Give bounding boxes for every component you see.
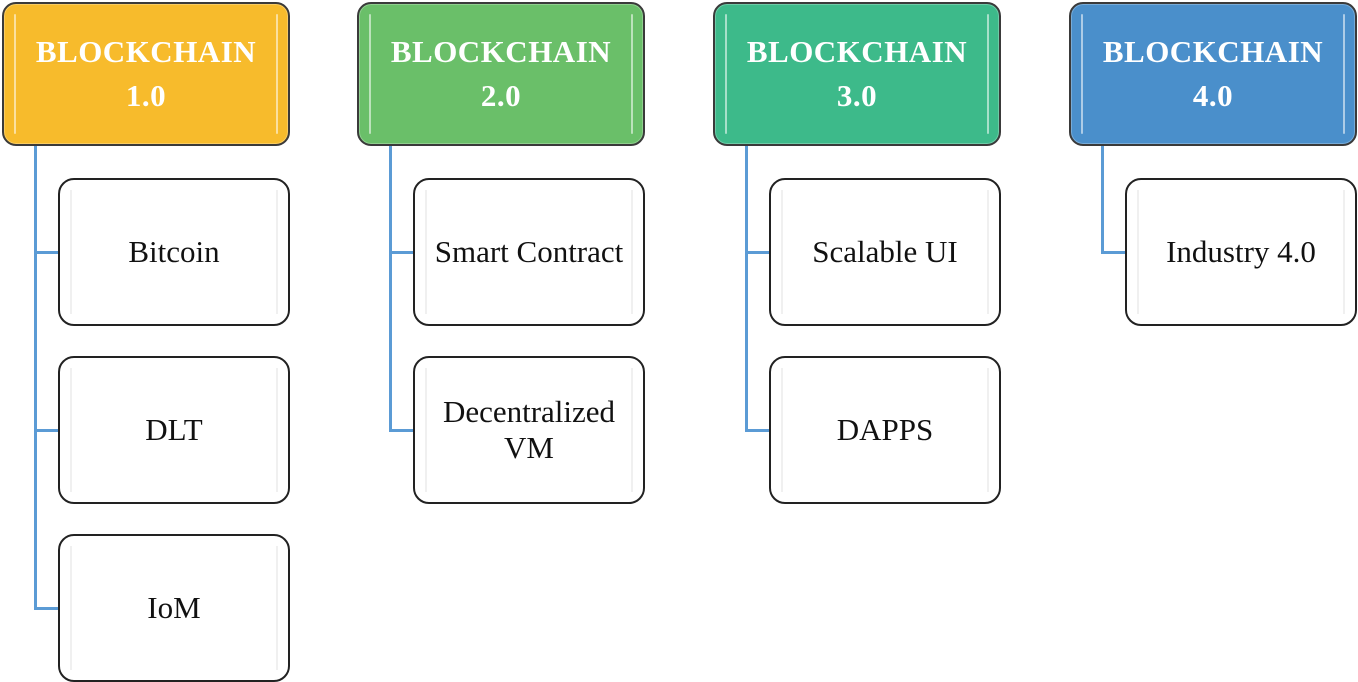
- connector-branch: [389, 429, 415, 432]
- connector-branch: [745, 429, 771, 432]
- child-label: Bitcoin: [128, 234, 220, 269]
- child-box: Decentralized VM: [413, 356, 645, 504]
- child-box: IoM: [58, 534, 290, 682]
- connector-branch: [34, 251, 60, 254]
- child-label: IoM: [147, 590, 201, 625]
- child-box: Smart Contract: [413, 178, 645, 326]
- header-title: BLOCKCHAIN 4.0: [1102, 34, 1324, 113]
- child-label: Smart Contract: [434, 234, 624, 269]
- connector-trunk: [1101, 144, 1104, 254]
- child-label: DAPPS: [836, 412, 934, 447]
- child-box: DAPPS: [769, 356, 1001, 504]
- header-title: BLOCKCHAIN 2.0: [390, 34, 612, 113]
- child-label: DLT: [145, 412, 203, 447]
- child-box: Bitcoin: [58, 178, 290, 326]
- connector-branch: [745, 251, 771, 254]
- header-box: BLOCKCHAIN 2.0: [357, 2, 645, 146]
- child-box: Scalable UI: [769, 178, 1001, 326]
- child-label: Decentralized VM: [442, 394, 616, 465]
- connector-trunk: [34, 144, 37, 610]
- header-box: BLOCKCHAIN 4.0: [1069, 2, 1357, 146]
- header-title: BLOCKCHAIN 1.0: [35, 34, 257, 113]
- connector-trunk: [389, 144, 392, 432]
- connector-branch: [34, 429, 60, 432]
- connector-branch: [1101, 251, 1127, 254]
- header-box: BLOCKCHAIN 3.0: [713, 2, 1001, 146]
- header-title: BLOCKCHAIN 3.0: [746, 34, 968, 113]
- header-box: BLOCKCHAIN 1.0: [2, 2, 290, 146]
- child-box: Industry 4.0: [1125, 178, 1357, 326]
- child-label: Scalable UI: [812, 234, 958, 269]
- connector-trunk: [745, 144, 748, 432]
- connector-branch: [389, 251, 415, 254]
- child-box: DLT: [58, 356, 290, 504]
- child-label: Industry 4.0: [1166, 234, 1316, 269]
- connector-branch: [34, 607, 60, 610]
